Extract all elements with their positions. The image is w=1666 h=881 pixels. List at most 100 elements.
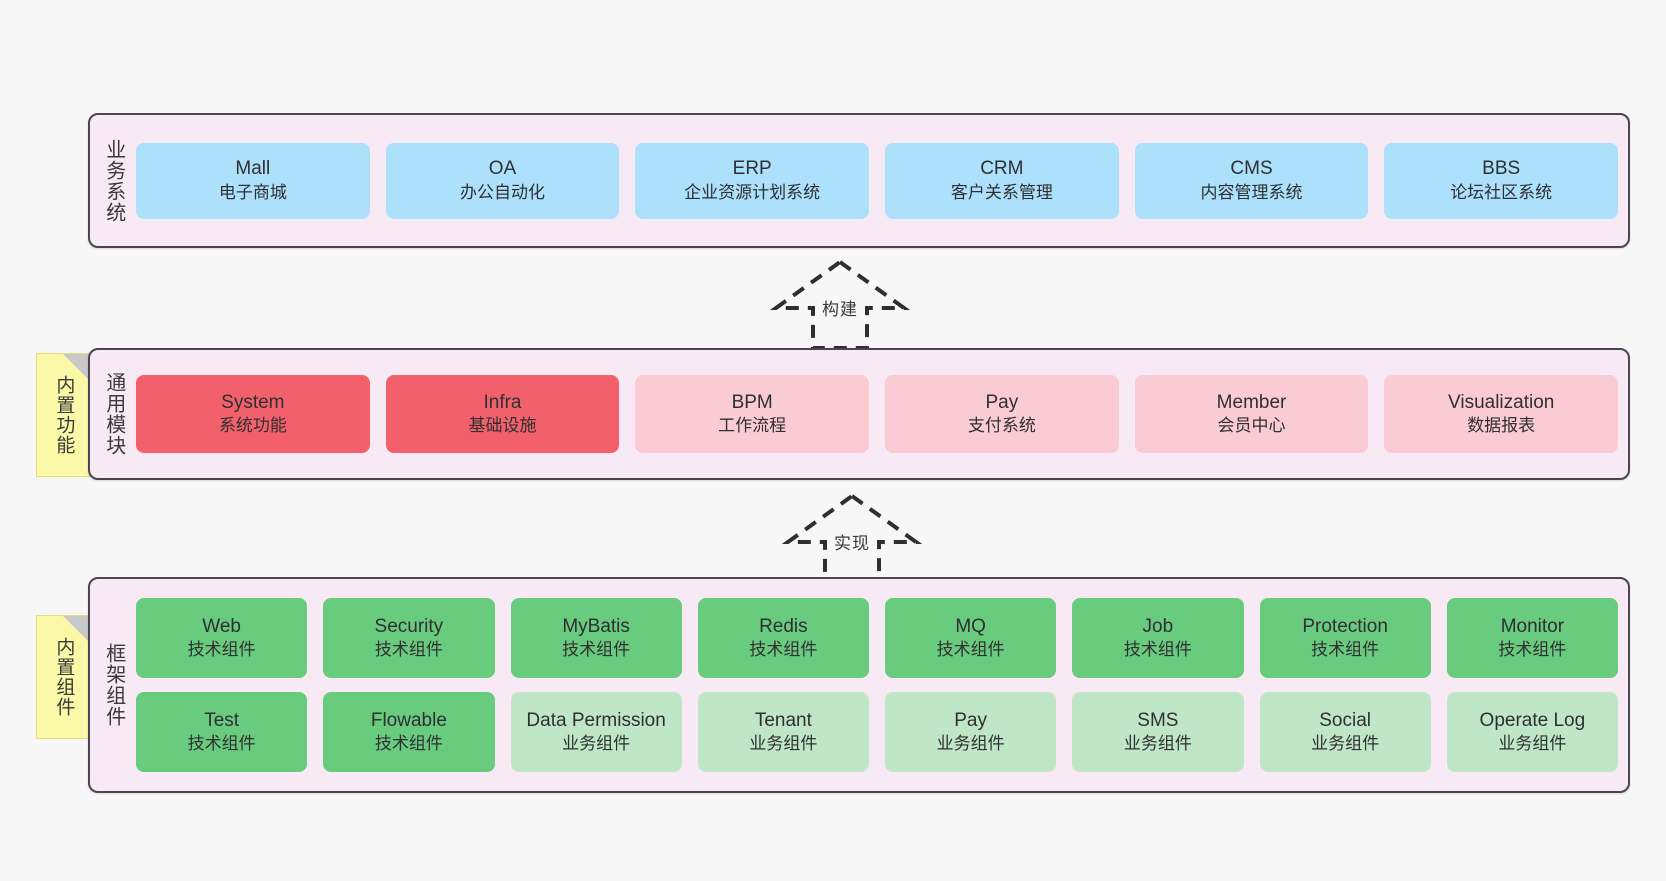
card-redis[interactable]: Redis 技术组件 — [697, 598, 869, 678]
card-subtitle: 会员中心 — [1217, 416, 1286, 436]
layer-body-framework-components: Web 技术组件 Security 技术组件 MyBatis 技术组件 Redi… — [136, 579, 1628, 791]
card-title: Job — [1142, 615, 1174, 637]
card-title: Pay — [985, 391, 1019, 413]
layer-label-framework-components: 框架组件 — [102, 643, 125, 727]
card-social[interactable]: Social 业务组件 — [1259, 692, 1431, 772]
card-subtitle: 技术组件 — [1123, 640, 1192, 660]
card-crm[interactable]: CRM 客户关系管理 — [885, 142, 1119, 219]
card-title: BPM — [731, 391, 773, 413]
card-title: Protection — [1302, 615, 1388, 637]
card-visualization[interactable]: Visualization 数据报表 — [1384, 375, 1619, 453]
card-subtitle: 业务组件 — [749, 734, 818, 754]
card-subtitle: 基础设施 — [468, 416, 537, 436]
sticky-note-builtin-function[interactable]: 内置功能 — [36, 353, 90, 477]
card-title: Test — [204, 709, 240, 731]
card-member[interactable]: Member 会员中心 — [1134, 375, 1369, 453]
card-protection[interactable]: Protection 技术组件 — [1259, 598, 1431, 678]
card-subtitle: 系统功能 — [218, 416, 287, 436]
card-title: OA — [488, 158, 517, 180]
arrow-implement: 实现 — [766, 492, 938, 584]
card-subtitle: 技术组件 — [374, 734, 443, 754]
card-title: BBS — [1482, 158, 1521, 180]
card-mall[interactable]: Mall 电子商城 — [136, 142, 370, 219]
card-subtitle: 企业资源计划系统 — [684, 182, 821, 202]
card-title: Social — [1319, 709, 1371, 731]
card-oa[interactable]: OA 办公自动化 — [385, 142, 620, 219]
card-web[interactable]: Web 技术组件 — [136, 598, 308, 678]
layer-body-common-modules: System 系统功能 Infra 基础设施 BPM 工作流程 Pay 支付系统… — [136, 350, 1628, 478]
layer-label-common-modules: 通用模块 — [102, 372, 125, 456]
card-subtitle: 技术组件 — [936, 640, 1005, 660]
card-title: SMS — [1137, 709, 1179, 731]
card-subtitle: 论坛社区系统 — [1450, 182, 1553, 202]
card-title: MyBatis — [562, 615, 630, 637]
card-title: Mall — [235, 158, 271, 180]
card-subtitle: 技术组件 — [187, 640, 256, 660]
layer-business-systems[interactable]: 业务系统 Mall 电子商城 OA 办公自动化 ERP 企业资源计划系统 CRM… — [88, 113, 1630, 248]
card-pay-component[interactable]: Pay 业务组件 — [885, 692, 1057, 772]
card-title: System — [221, 391, 285, 413]
card-title: MQ — [955, 615, 986, 637]
card-security[interactable]: Security 技术组件 — [323, 598, 495, 678]
card-title: Operate Log — [1479, 709, 1586, 731]
card-row: Test 技术组件 Flowable 技术组件 Data Permission … — [136, 692, 1618, 772]
arrow-implement-label: 实现 — [834, 534, 870, 553]
layer-common-modules[interactable]: 通用模块 System 系统功能 Infra 基础设施 BPM 工作流程 Pay… — [88, 348, 1630, 480]
sticky-note-builtin-component[interactable]: 内置组件 — [36, 615, 90, 739]
card-bbs[interactable]: BBS 论坛社区系统 — [1384, 142, 1619, 219]
card-title: Tenant — [754, 709, 812, 731]
card-subtitle: 技术组件 — [374, 640, 443, 660]
card-job[interactable]: Job 技术组件 — [1072, 598, 1244, 678]
arrow-build: 构建 — [754, 258, 926, 350]
card-system[interactable]: System 系统功能 — [136, 375, 370, 453]
card-subtitle: 办公自动化 — [460, 182, 545, 202]
card-title: CMS — [1230, 158, 1273, 180]
card-subtitle: 技术组件 — [1311, 640, 1380, 660]
card-erp[interactable]: ERP 企业资源计划系统 — [635, 142, 870, 219]
arrow-build-label: 构建 — [822, 300, 858, 319]
card-subtitle: 客户关系管理 — [950, 182, 1053, 202]
card-subtitle: 内容管理系统 — [1200, 182, 1303, 202]
card-title: Pay — [954, 709, 987, 731]
card-title: Monitor — [1500, 615, 1565, 637]
card-row: Mall 电子商城 OA 办公自动化 ERP 企业资源计划系统 CRM 客户关系… — [136, 142, 1619, 219]
card-title: ERP — [732, 158, 772, 180]
card-subtitle: 支付系统 — [967, 416, 1036, 436]
card-data-permission[interactable]: Data Permission 业务组件 — [510, 692, 682, 772]
sticky-note-label: 内置组件 — [53, 637, 75, 717]
card-title: Visualization — [1448, 391, 1555, 413]
card-row: Web 技术组件 Security 技术组件 MyBatis 技术组件 Redi… — [136, 598, 1618, 678]
card-title: Data Permission — [526, 709, 666, 731]
card-pay-module[interactable]: Pay 支付系统 — [885, 375, 1119, 453]
card-cms[interactable]: CMS 内容管理系统 — [1134, 142, 1369, 219]
card-subtitle: 技术组件 — [187, 734, 256, 754]
card-subtitle: 业务组件 — [1311, 734, 1380, 754]
card-flowable[interactable]: Flowable 技术组件 — [323, 692, 495, 772]
card-subtitle: 数据报表 — [1467, 416, 1536, 436]
card-subtitle: 工作流程 — [718, 416, 787, 436]
card-title: Redis — [759, 615, 808, 637]
card-tenant[interactable]: Tenant 业务组件 — [697, 692, 869, 772]
card-sms[interactable]: SMS 业务组件 — [1072, 692, 1244, 772]
card-infra[interactable]: Infra 基础设施 — [385, 375, 620, 453]
layer-body-business-systems: Mall 电子商城 OA 办公自动化 ERP 企业资源计划系统 CRM 客户关系… — [136, 115, 1628, 246]
sticky-note-label: 内置功能 — [53, 375, 75, 455]
card-title: CRM — [980, 158, 1024, 180]
card-title: Security — [374, 615, 444, 637]
card-subtitle: 电子商城 — [218, 182, 287, 202]
card-subtitle: 技术组件 — [1498, 640, 1567, 660]
card-subtitle: 业务组件 — [936, 734, 1005, 754]
card-title: Infra — [483, 391, 522, 413]
card-mybatis[interactable]: MyBatis 技术组件 — [510, 598, 682, 678]
card-subtitle: 业务组件 — [1498, 734, 1567, 754]
card-subtitle: 业务组件 — [1123, 734, 1192, 754]
card-subtitle: 技术组件 — [749, 640, 818, 660]
card-monitor[interactable]: Monitor 技术组件 — [1446, 598, 1618, 678]
card-bpm[interactable]: BPM 工作流程 — [635, 375, 870, 453]
card-row: System 系统功能 Infra 基础设施 BPM 工作流程 Pay 支付系统… — [136, 375, 1619, 453]
card-title: Web — [202, 615, 241, 637]
layer-framework-components[interactable]: 框架组件 Web 技术组件 Security 技术组件 MyBatis 技术组件… — [88, 577, 1630, 793]
card-test[interactable]: Test 技术组件 — [136, 692, 308, 772]
card-operate-log[interactable]: Operate Log 业务组件 — [1446, 692, 1618, 772]
card-mq[interactable]: MQ 技术组件 — [885, 598, 1057, 678]
